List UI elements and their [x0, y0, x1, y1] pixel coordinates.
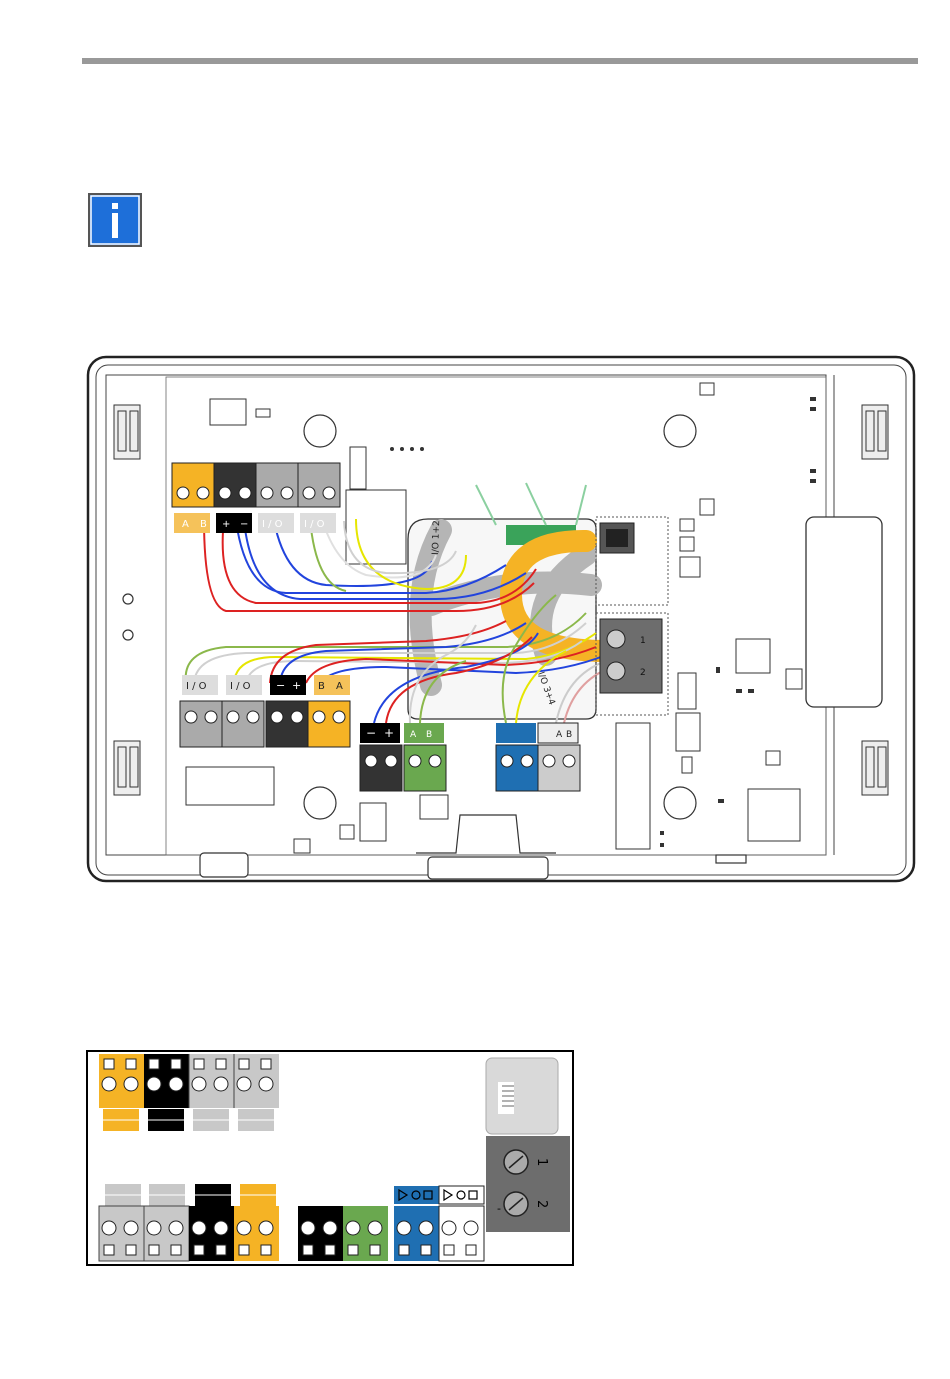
- schematic-center-terminals: [298, 1206, 388, 1261]
- bottom-terminal-label-a: A: [336, 681, 343, 692]
- center-terminal-label-minus: −: [366, 726, 376, 740]
- relay-label-1: 1: [640, 636, 646, 646]
- top-terminal-label-io-2: I / O: [304, 519, 325, 530]
- bottom-terminal-label-plus: +: [292, 679, 301, 692]
- schematic-rj-jack: [486, 1058, 558, 1134]
- center-terminal-label-b2: B: [566, 730, 572, 740]
- center-terminal-label-plus: +: [384, 726, 394, 740]
- top-rule: [82, 58, 918, 64]
- schematic-bottom-terminals: [99, 1206, 279, 1261]
- wiring-diagram: I/O 1+2 I/O 3+4 1 2 A B + − I / O I / O: [86, 355, 916, 885]
- schematic-relay-minus: -: [497, 1202, 501, 1215]
- cable-label-1: I/O 1+2: [431, 520, 442, 555]
- relay-label-2: 2: [640, 668, 646, 678]
- relay-terminal: [600, 619, 662, 693]
- top-terminal-label-minus: −: [240, 519, 248, 530]
- top-terminal-label-plus: +: [222, 519, 230, 530]
- schematic-io-terminals: [394, 1186, 484, 1261]
- bottom-terminal-label-minus: −: [276, 679, 285, 692]
- bottom-terminal-label-io-1: I / O: [186, 681, 207, 692]
- schematic-relay: [486, 1136, 570, 1232]
- center-terminal-label-a2: A: [556, 730, 563, 740]
- center-terminal-label-b: B: [426, 730, 432, 740]
- battery-slot: [806, 517, 882, 707]
- schematic-relay-label-2: 2: [534, 1200, 549, 1208]
- top-terminal-label-a: A: [182, 519, 189, 530]
- schematic-relay-label-1: 1: [534, 1158, 549, 1166]
- top-terminal-label-b: B: [200, 519, 207, 530]
- top-terminal-label-io-1: I / O: [262, 519, 283, 530]
- terminal-schematic: 1 2 -: [86, 1050, 575, 1268]
- bottom-terminal-label-b: B: [318, 681, 325, 692]
- info-icon: [88, 193, 142, 247]
- center-terminal-label-a: A: [410, 730, 417, 740]
- bottom-terminal-label-io-2: I / O: [230, 681, 251, 692]
